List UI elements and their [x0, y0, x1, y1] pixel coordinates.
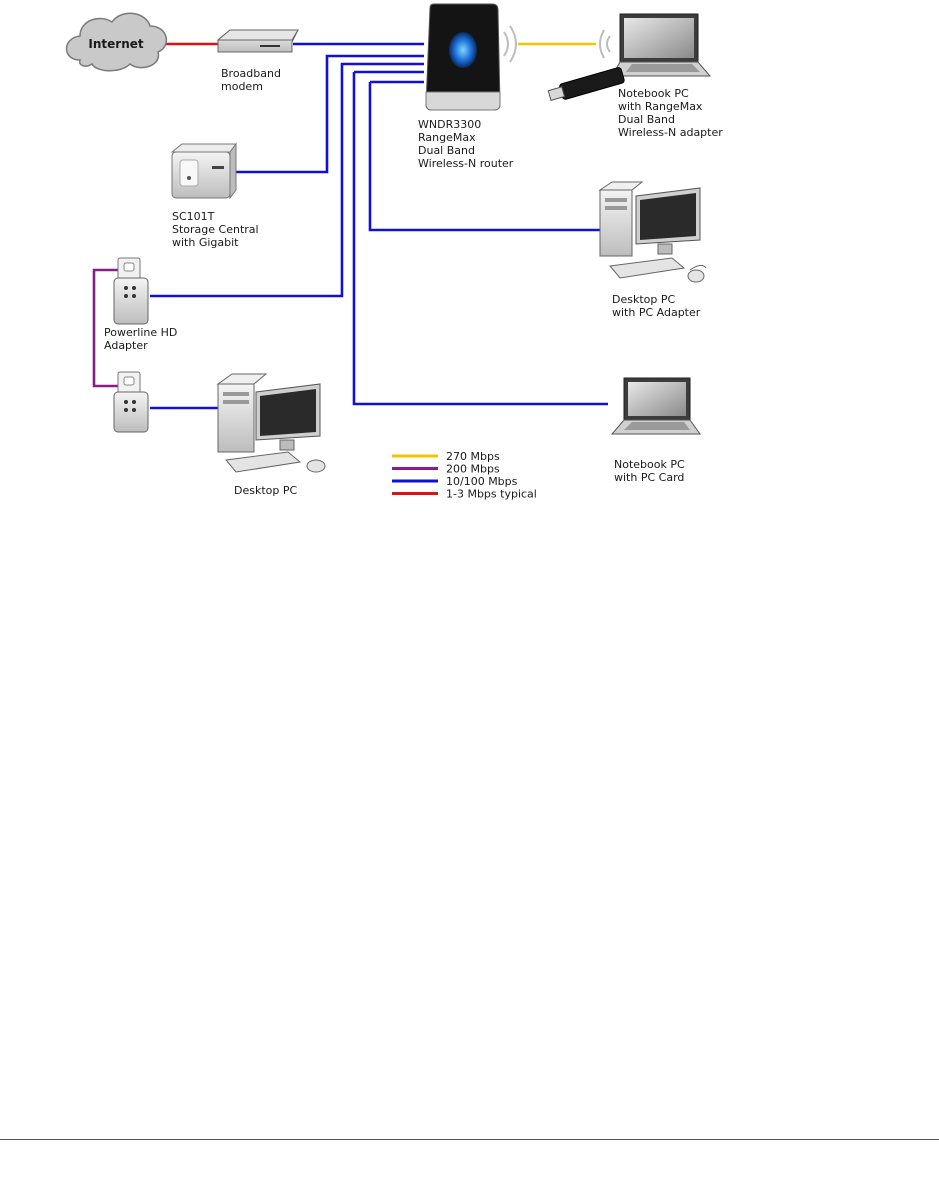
desktop-computer-icon — [218, 374, 325, 472]
powerline-label: Powerline HD Adapter — [104, 326, 181, 352]
legend-label: 10/100 Mbps — [446, 475, 518, 488]
laptop-icon — [612, 378, 700, 434]
router: WNDR3300 RangeMax Dual Band Wireless-N r… — [418, 4, 516, 170]
powerline-adapter-icon — [114, 278, 148, 324]
desktop-label: Desktop PC — [234, 484, 297, 497]
laptop-icon — [612, 14, 710, 76]
desktop-pc: Desktop PC — [218, 374, 325, 497]
internet-label: Internet — [88, 37, 143, 51]
powerline-adapter-icon — [114, 392, 148, 432]
desktop-computer-icon — [600, 182, 706, 282]
usb-adapter-icon — [547, 67, 624, 103]
storage-label: SC101T Storage Central with Gigabit — [172, 210, 262, 249]
desktop-adapter: Desktop PC with PC Adapter — [600, 182, 706, 319]
legend-label: 270 Mbps — [446, 450, 500, 463]
router-label: WNDR3300 RangeMax Dual Band Wireless-N r… — [418, 118, 514, 170]
wireless-waves-icon — [504, 26, 516, 62]
page-divider — [0, 1139, 939, 1140]
notebook-card: Notebook PC with PC Card — [612, 378, 700, 484]
wireless-waves-icon — [600, 30, 610, 58]
router-light — [449, 32, 477, 68]
legend-label: 200 Mbps — [446, 463, 500, 476]
modem-label: Broadband modem — [221, 67, 284, 93]
notebook-card-label: Notebook PC with PC Card — [614, 458, 688, 484]
desktop-adapter-label: Desktop PC with PC Adapter — [612, 293, 701, 319]
storage-icon — [172, 144, 236, 198]
broadband-modem: Broadband modem — [218, 30, 298, 93]
notebook-wireless: Notebook PC with RangeMax Dual Band Wire… — [547, 14, 723, 139]
legend-label: 1-3 Mbps typical — [446, 488, 537, 501]
powerline-adapter-top: Powerline HD Adapter — [104, 258, 181, 352]
notebook-wireless-label: Notebook PC with RangeMax Dual Band Wire… — [618, 87, 723, 139]
storage-central: SC101T Storage Central with Gigabit — [172, 144, 262, 249]
internet-cloud: Internet — [67, 13, 167, 70]
powerline-adapter-bottom — [114, 372, 148, 432]
